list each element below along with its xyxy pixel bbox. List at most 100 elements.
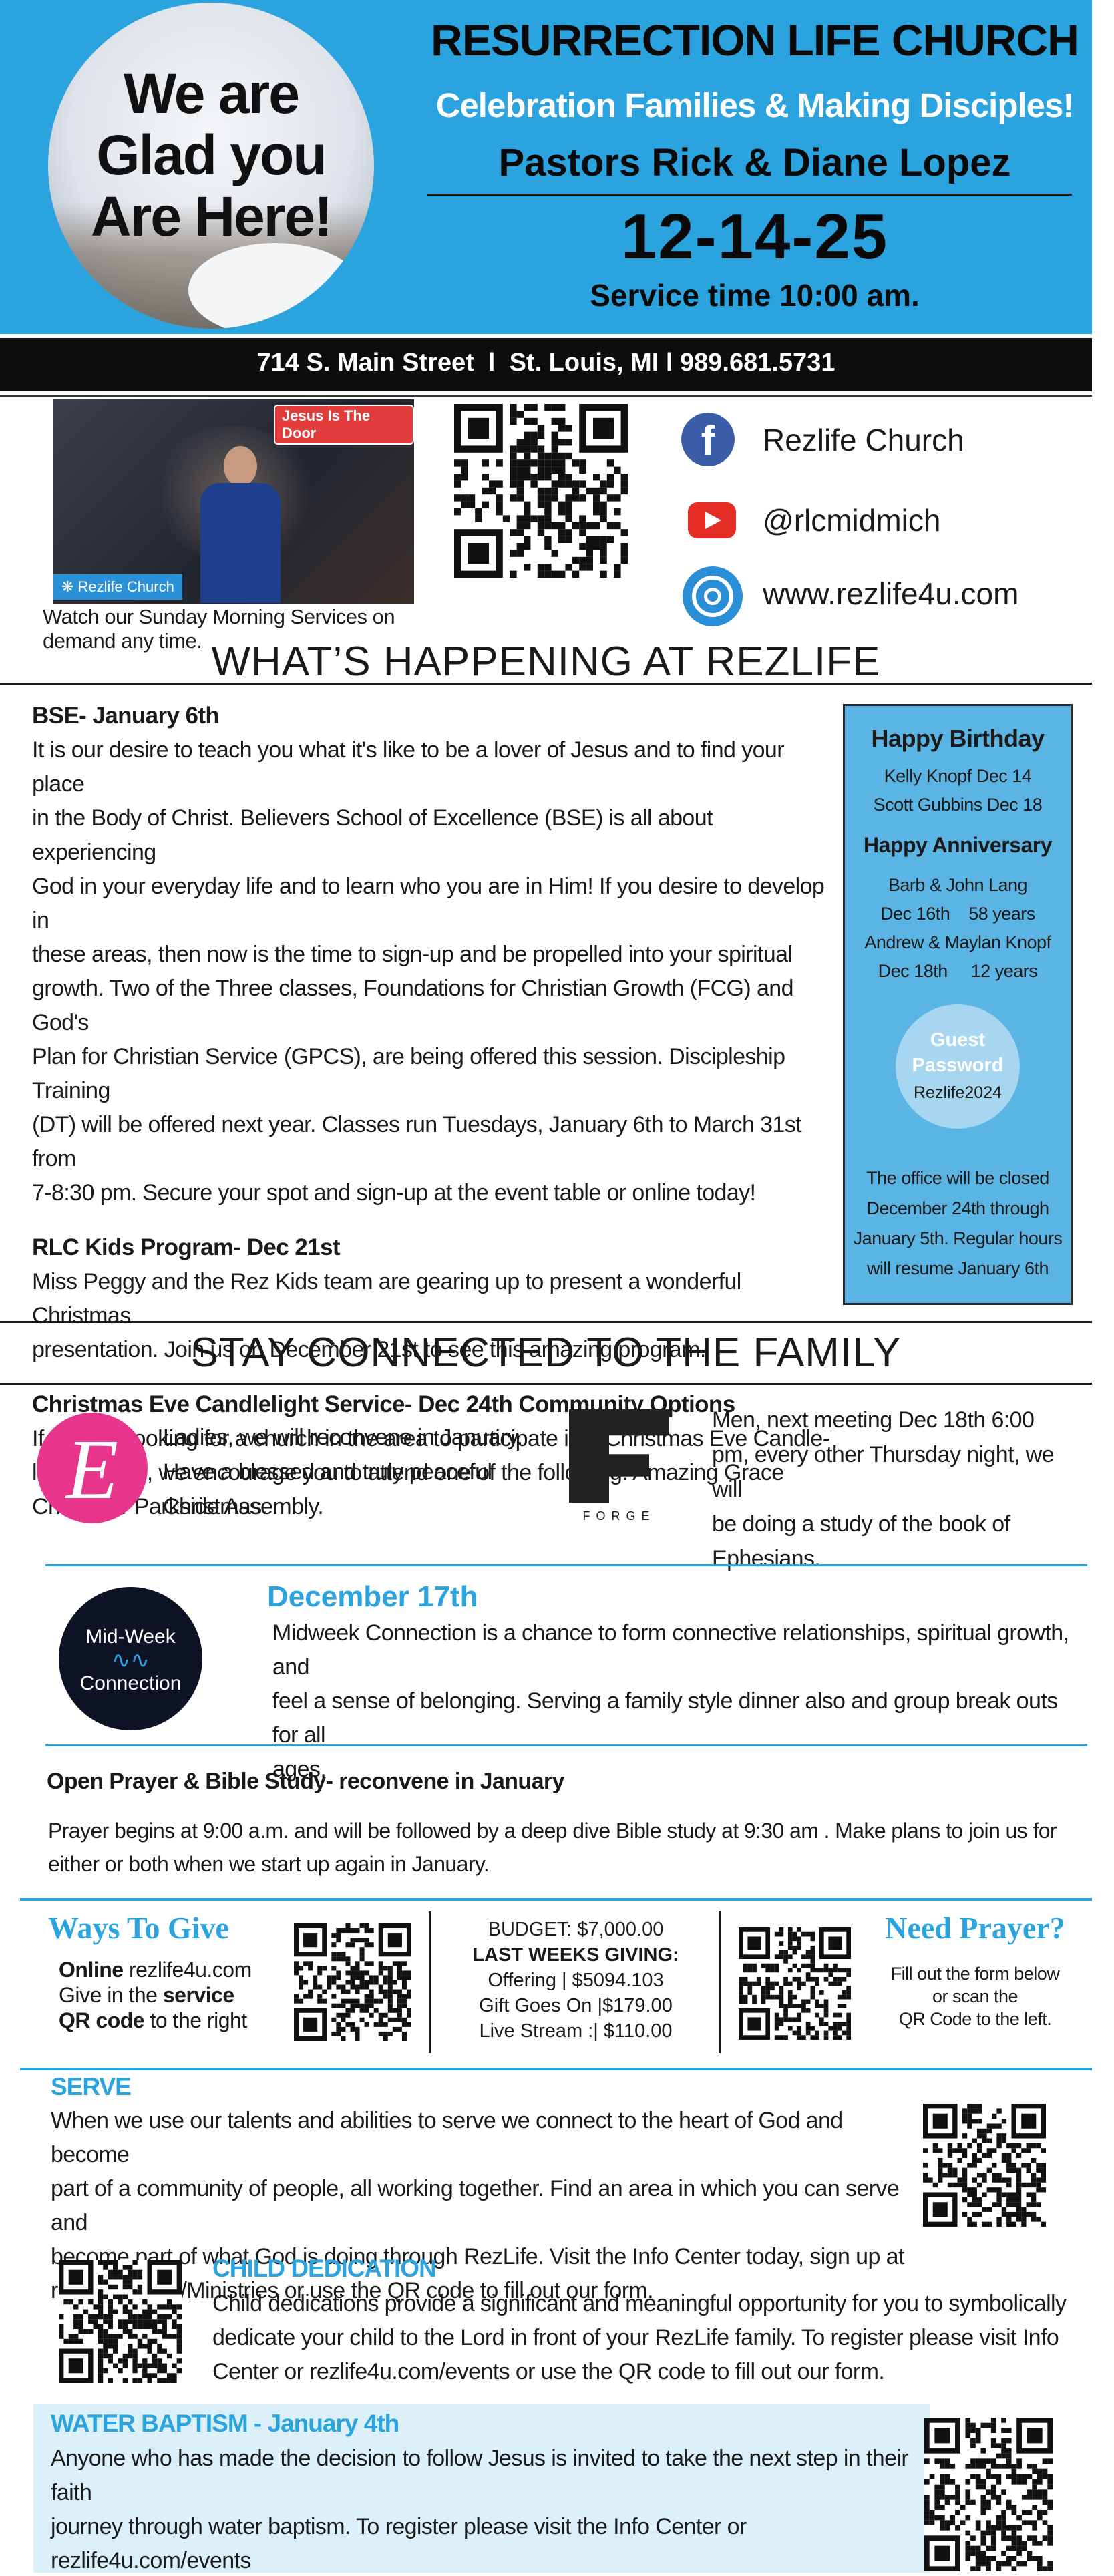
- ladies-text: Ladies, we will reconvene in January. Hav…: [163, 1420, 537, 1524]
- address-under-line: [0, 395, 1092, 397]
- prayer-line: Prayer begins at 9:00 a.m. and will be f…: [48, 1819, 1057, 1843]
- give-in-text: Give in the: [59, 1983, 163, 2007]
- ladies-line: Ladies, we will reconvene in January.: [163, 1425, 523, 1450]
- divider-blue-2: [45, 1744, 1087, 1746]
- birthday-title: Happy Birthday: [871, 725, 1045, 752]
- serve-line: part of a community of people, all worki…: [51, 2176, 900, 2235]
- office-notice-line: The office will be closed: [866, 1168, 1049, 1188]
- serve-title: SERVE: [51, 2073, 132, 2100]
- men-line: Ephesians.: [712, 1546, 821, 1572]
- service-date: 12-14-25: [620, 201, 889, 272]
- snow-mound: [188, 243, 362, 329]
- happening-item-line: in the Body of Christ. Believers School …: [32, 805, 713, 865]
- prayer-heading: Open Prayer & Bible Study- reconvene in …: [47, 1769, 564, 1794]
- live-stream: Live Stream :| $110.00: [479, 2020, 673, 2042]
- dedication-line: dedicate your child to the Lord in front…: [212, 2325, 1059, 2350]
- happening-item-heading: RLC Kids Program- Dec 21st: [32, 1234, 341, 1260]
- qr-code-giving[interactable]: [294, 1923, 411, 2041]
- qr-code-prayer[interactable]: [739, 1927, 851, 2040]
- ladies-logo: E: [37, 1413, 148, 1523]
- anniversary-title: Happy Anniversary: [864, 833, 1052, 857]
- birthday-entry: Scott Gubbins Dec 18: [873, 795, 1043, 815]
- baptism-text: Anyone who has made the decision to foll…: [51, 2442, 926, 2576]
- password-label: Password: [912, 1055, 1004, 1076]
- qr-code-services[interactable]: [454, 403, 628, 578]
- happening-item: Christmas Eve Candlelight Service- Dec 2…: [32, 1387, 833, 1524]
- qr-code-dedication[interactable]: [59, 2260, 182, 2383]
- anniversary-entry: Andrew & Maylan Knopf: [864, 932, 1051, 952]
- ways-to-give-title: Ways To Give: [48, 1911, 229, 1945]
- men-line: pm, every other Thursday night, we will: [712, 1442, 1055, 1502]
- church-name: RESURRECTION LIFE CHURCH: [431, 15, 1079, 65]
- video-brand: ❋ Rezlife Church: [53, 574, 182, 600]
- prayer-line: either or both when we start up again in…: [48, 1852, 490, 1876]
- website-icon[interactable]: [683, 566, 743, 626]
- qr-code-baptism[interactable]: [924, 2418, 1053, 2571]
- happening-item-line: God in your everyday life and to learn w…: [32, 874, 825, 933]
- need-prayer-line: QR Code to the left.: [898, 2009, 1052, 2029]
- offering: Offering | $5094.103: [488, 1970, 664, 1991]
- baptism-title: WATER BAPTISM - January 4th: [51, 2410, 399, 2437]
- forge-logo: FORGE: [569, 1409, 669, 1529]
- website-url[interactable]: www.rezlife4u.com: [763, 576, 1019, 611]
- midweek-logo-bottom: Connection: [79, 1672, 182, 1694]
- happening-item-line: Plan for Christian Service (GPCS), are b…: [32, 1044, 785, 1103]
- welcome-badge: We are Glad you Are Here!: [48, 3, 374, 329]
- midweek-line: ages.: [272, 1757, 327, 1782]
- badge-line: Are Here!: [90, 185, 333, 248]
- facebook-icon[interactable]: f: [681, 413, 735, 466]
- video-banner: Jesus Is The Door: [274, 405, 414, 445]
- pastor-figure: [200, 446, 281, 604]
- give-instructions: Online rezlife4u.com Give in the service…: [59, 1957, 252, 2033]
- dedication-line: Child dedications provide a significant …: [212, 2291, 1067, 2316]
- online-site[interactable]: rezlife4u.com: [123, 1958, 252, 1982]
- happening-title: WHAT’S HAPPENING AT REZLIFE: [211, 638, 881, 685]
- men-line: Men, next meeting Dec 18th 6:00: [712, 1407, 1035, 1433]
- connected-title: STAY CONNECTED TO THE FAMILY: [190, 1330, 902, 1376]
- brand-icon: ❋: [61, 578, 78, 595]
- ladies-line: Have a blessed and truly peaceful: [163, 1459, 492, 1485]
- qr-rest-text: to the right: [144, 2008, 247, 2032]
- happening-item-line: these areas, then now is the time to sig…: [32, 942, 793, 967]
- wave-icon: ∿∿: [112, 1648, 150, 1673]
- midweek-logo: Mid-Week ∿∿ Connection: [59, 1587, 202, 1730]
- last-weeks-giving: LAST WEEKS GIVING:: [472, 1944, 679, 1966]
- birthday-entry: Kelly Knopf Dec 14: [884, 766, 1032, 786]
- qr-code-serve[interactable]: [923, 2104, 1046, 2227]
- happening-underline: [0, 683, 1092, 685]
- happening-item-body: It is our desire to teach you what it's …: [32, 733, 833, 1210]
- need-prayer-line: or scan the: [932, 1986, 1018, 2006]
- midweek-text: Midweek Connection is a chance to form c…: [272, 1616, 1087, 1787]
- prayer-text: Prayer begins at 9:00 a.m. and will be f…: [48, 1814, 1090, 1881]
- office-notice-line: January 5th. Regular hours: [853, 1228, 1063, 1248]
- happening-item-line: (DT) will be offered next year. Classes …: [32, 1112, 802, 1171]
- guest-label: Guest: [930, 1029, 986, 1051]
- youtube-icon[interactable]: [688, 502, 736, 538]
- badge-line: We are: [124, 62, 300, 125]
- badge-text: We are Glad you Are Here!: [48, 63, 374, 247]
- midweek-date: December 17th: [267, 1580, 478, 1613]
- dedication-text: Child dedications provide a significant …: [212, 2287, 1087, 2389]
- happening-item-body: Miss Peggy and the Rez Kids team are gea…: [32, 1265, 833, 1367]
- happening-item-line: 7-8:30 pm. Secure your spot and sign-up …: [32, 1180, 756, 1206]
- video-thumbnail[interactable]: Jesus Is The Door ❋ Rezlife Church: [53, 399, 414, 604]
- serve-top-rule: [20, 2068, 1092, 2070]
- men-line: be doing a study of the book of: [712, 1511, 1010, 1537]
- anniversary-entry: Barb & John Lang: [888, 875, 1028, 895]
- serve-line: When we use our talents and abilities to…: [51, 2108, 843, 2167]
- serve-line: become part of what God is doing through…: [51, 2244, 904, 2269]
- facebook-name[interactable]: Rezlife Church: [763, 423, 964, 457]
- badge-line: Glad you: [96, 124, 327, 186]
- ladies-line: Christmas.: [163, 1494, 268, 1519]
- giving-divider-right: [719, 1911, 721, 2053]
- office-notice-line: December 24th through: [866, 1198, 1049, 1218]
- birthday-list: Kelly Knopf Dec 14 Scott Gubbins Dec 18: [845, 762, 1071, 819]
- office-notice-line: will resume January 6th: [866, 1258, 1049, 1278]
- youtube-handle[interactable]: @rlcmidmich: [763, 503, 941, 538]
